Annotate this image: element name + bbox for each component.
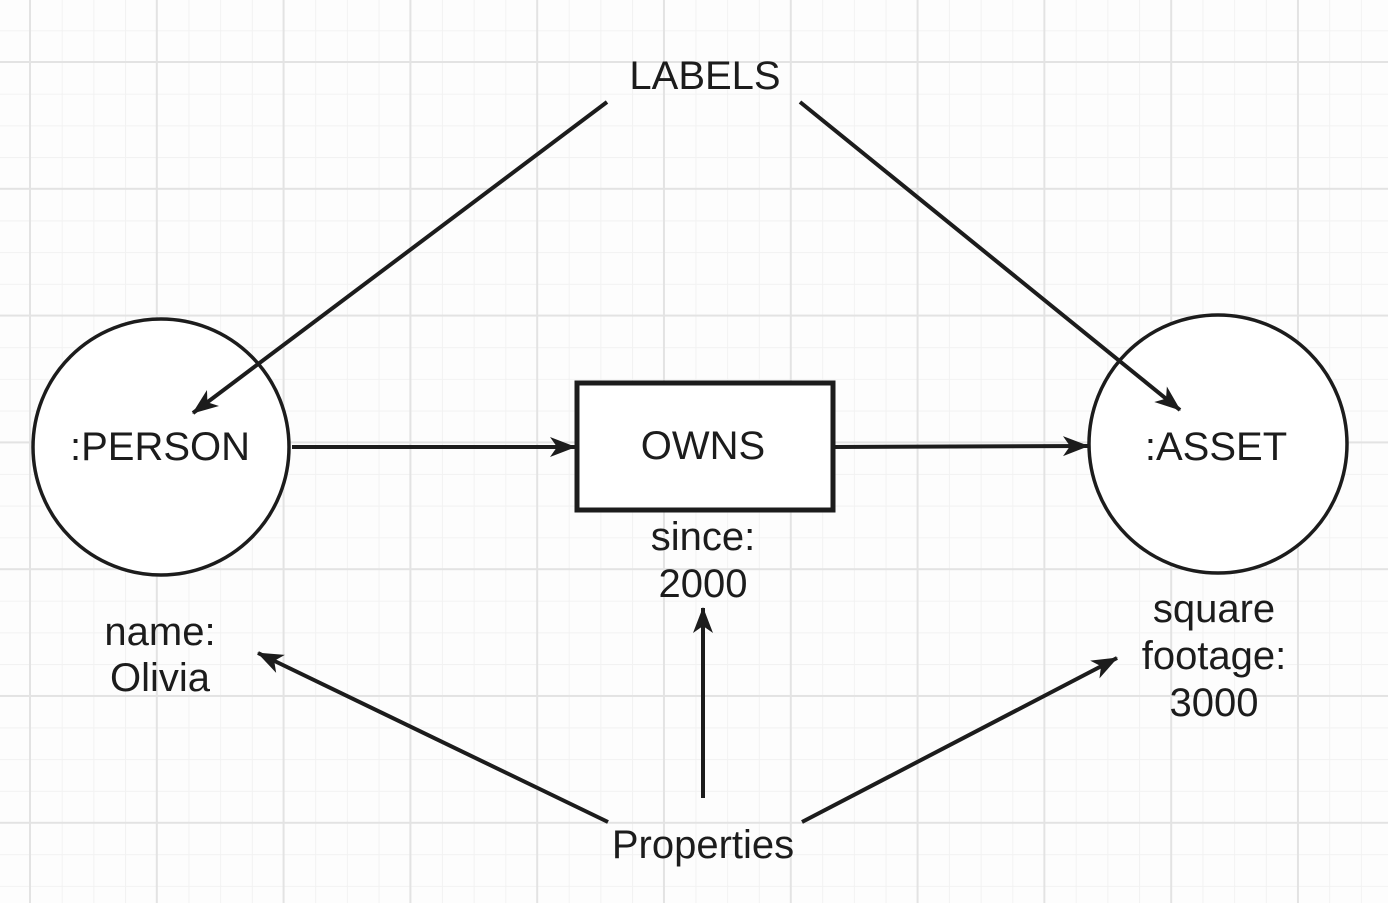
labels-title[interactable]: LABELS — [629, 54, 780, 98]
owns-property-key[interactable]: since: — [651, 515, 756, 559]
asset-property-key-line2[interactable]: footage: — [1142, 634, 1287, 678]
person-node-label: :PERSON — [70, 425, 250, 469]
asset-node-circle[interactable] — [1087, 313, 1349, 575]
asset-property-key-line1[interactable]: square — [1153, 587, 1275, 631]
asset-node-label: :ASSET — [1145, 425, 1287, 469]
person-property-key[interactable]: name: — [104, 610, 215, 654]
owns-relationship-box[interactable] — [574, 380, 836, 513]
properties-arrow-to-name[interactable] — [257, 651, 609, 824]
person-node-circle[interactable] — [31, 317, 291, 577]
labels-arrow-to-person[interactable] — [191, 100, 609, 415]
owns-property-value[interactable]: 2000 — [659, 562, 748, 606]
properties-arrow-to-square-footage[interactable] — [801, 656, 1118, 824]
labels-arrow-to-asset[interactable] — [798, 100, 1182, 412]
properties-title[interactable]: Properties — [612, 823, 794, 867]
asset-property-value[interactable]: 3000 — [1170, 681, 1259, 725]
person-property-value[interactable]: Olivia — [110, 656, 211, 700]
owns-to-asset-arrow[interactable] — [832, 436, 1089, 457]
owns-edge-label: OWNS — [641, 424, 765, 468]
